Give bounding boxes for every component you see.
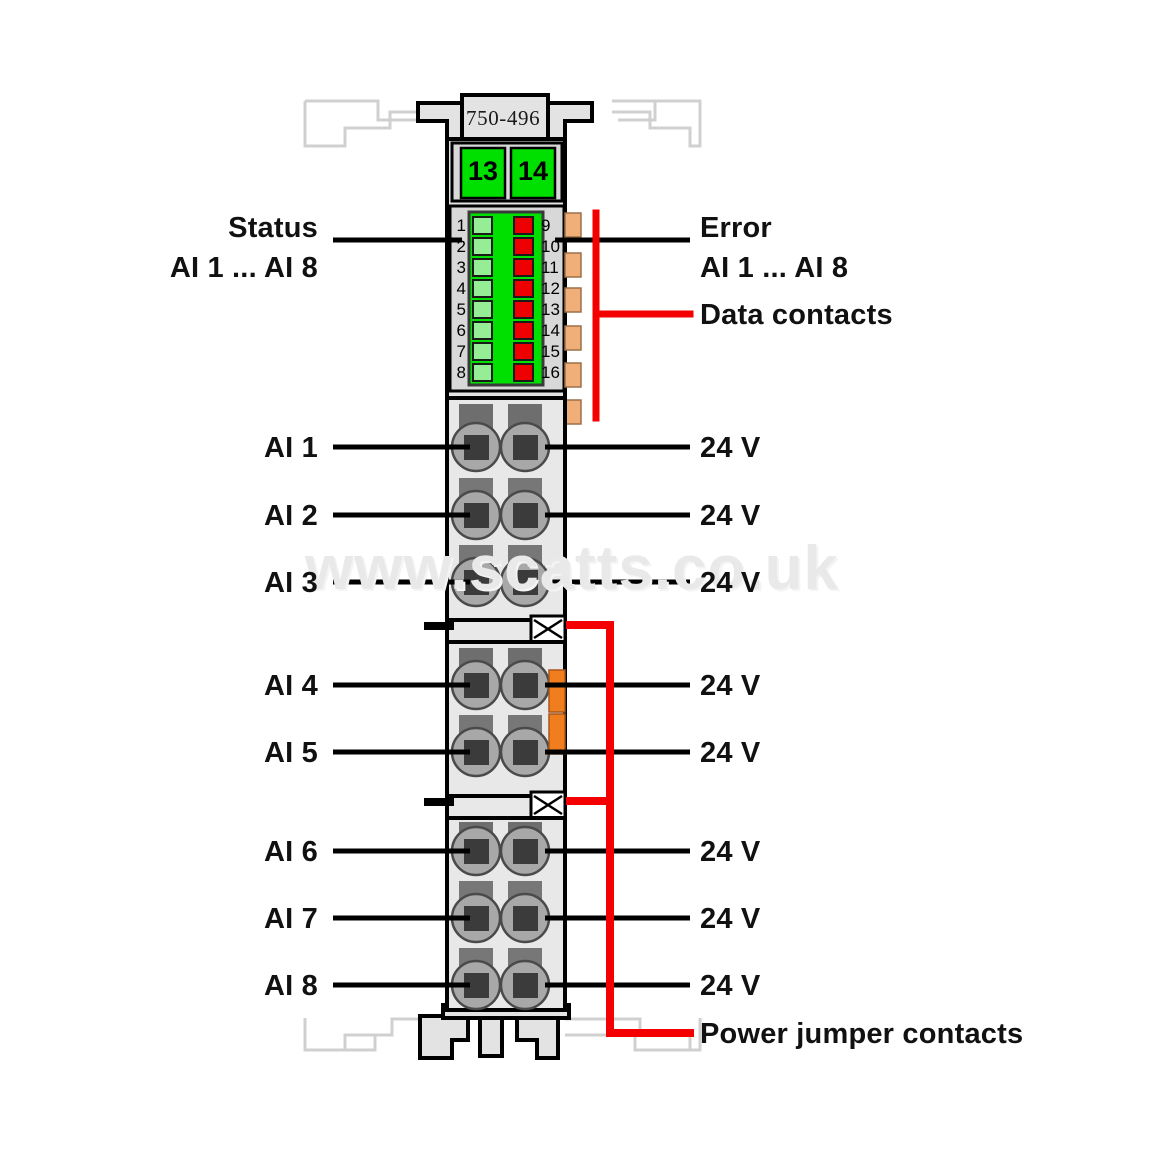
channel-label-ai-7: AI 7 (264, 903, 318, 935)
top-marker-13 (459, 146, 507, 200)
led-number-9: 9 (541, 216, 551, 235)
led-number-5: 5 (456, 300, 466, 319)
channel-label-ai-2: AI 2 (264, 500, 318, 532)
power-jumper-bar-upper (548, 669, 566, 713)
voltage-label-ai-1: 24 V (700, 432, 761, 464)
channel-label-ai-8: AI 8 (264, 970, 318, 1002)
leader-lines (333, 237, 690, 988)
data-contacts-callout-label: Data contacts (700, 299, 893, 331)
led-number-10: 10 (541, 237, 560, 256)
led-number-4: 4 (456, 279, 466, 298)
voltage-label-ai-6: 24 V (700, 836, 761, 868)
channel-label-ai-3: AI 3 (264, 567, 318, 599)
led-number-12: 12 (541, 279, 560, 298)
led-number-13: 13 (541, 300, 560, 319)
voltage-label-ai-3: 24 V (700, 567, 761, 599)
voltage-label-ai-4: 24 V (700, 670, 761, 702)
terminal-block-middle (445, 640, 567, 798)
channel-label-ai-1: AI 1 (264, 432, 318, 464)
led-number-7: 7 (456, 342, 466, 361)
led-number-11: 11 (541, 258, 559, 277)
led-number-6: 6 (456, 321, 466, 340)
release-tab-bottom (424, 798, 454, 806)
top-marker-14-label: 14 (517, 156, 549, 186)
power-jumper-bracket (566, 621, 694, 1037)
led-column-red (513, 216, 534, 382)
channel-label-ai-4: AI 4 (264, 670, 318, 702)
channel-label-ai-6: AI 6 (264, 836, 318, 868)
top-marker-group (450, 141, 564, 203)
power-jumper-callout-label: Power jumper contacts (700, 1018, 1024, 1050)
voltage-label-ai-2: 24 V (700, 500, 761, 532)
led-number-3: 3 (456, 258, 466, 277)
led-number-8: 8 (456, 363, 466, 382)
led-number-15: 15 (541, 342, 560, 361)
block-separator-bottom (424, 790, 567, 820)
part-number-label: 750-496 (466, 106, 541, 130)
channel-label-ai-5: AI 5 (264, 737, 318, 769)
voltage-label-ai-7: 24 V (700, 903, 761, 935)
error-callout-line1: Error (700, 212, 772, 244)
voltage-label-ai-8: 24 V (700, 970, 761, 1002)
led-number-1: 1 (456, 216, 466, 235)
top-marker-14 (509, 146, 557, 200)
terminal-block-top (445, 396, 567, 622)
error-callout-line2: AI 1 ... AI 8 (700, 252, 849, 284)
voltage-label-ai-5: 24 V (700, 737, 761, 769)
led-number-16: 16 (541, 363, 560, 382)
led-column-green (472, 216, 493, 382)
data-contact-pins (564, 212, 582, 425)
top-marker-13-label: 13 (467, 156, 499, 186)
power-jumper-bar-lower (548, 713, 566, 755)
led-number-14: 14 (541, 321, 560, 340)
release-tab-top (424, 622, 454, 630)
status-led-window (448, 204, 566, 393)
led-number-2: 2 (456, 237, 466, 256)
data-contacts-bracket (592, 209, 694, 422)
status-callout-line1: Status (228, 212, 318, 244)
block-separator-top (424, 614, 567, 644)
terminal-block-bottom (445, 816, 567, 1012)
status-callout-line2: AI 1 ... AI 8 (169, 252, 318, 284)
